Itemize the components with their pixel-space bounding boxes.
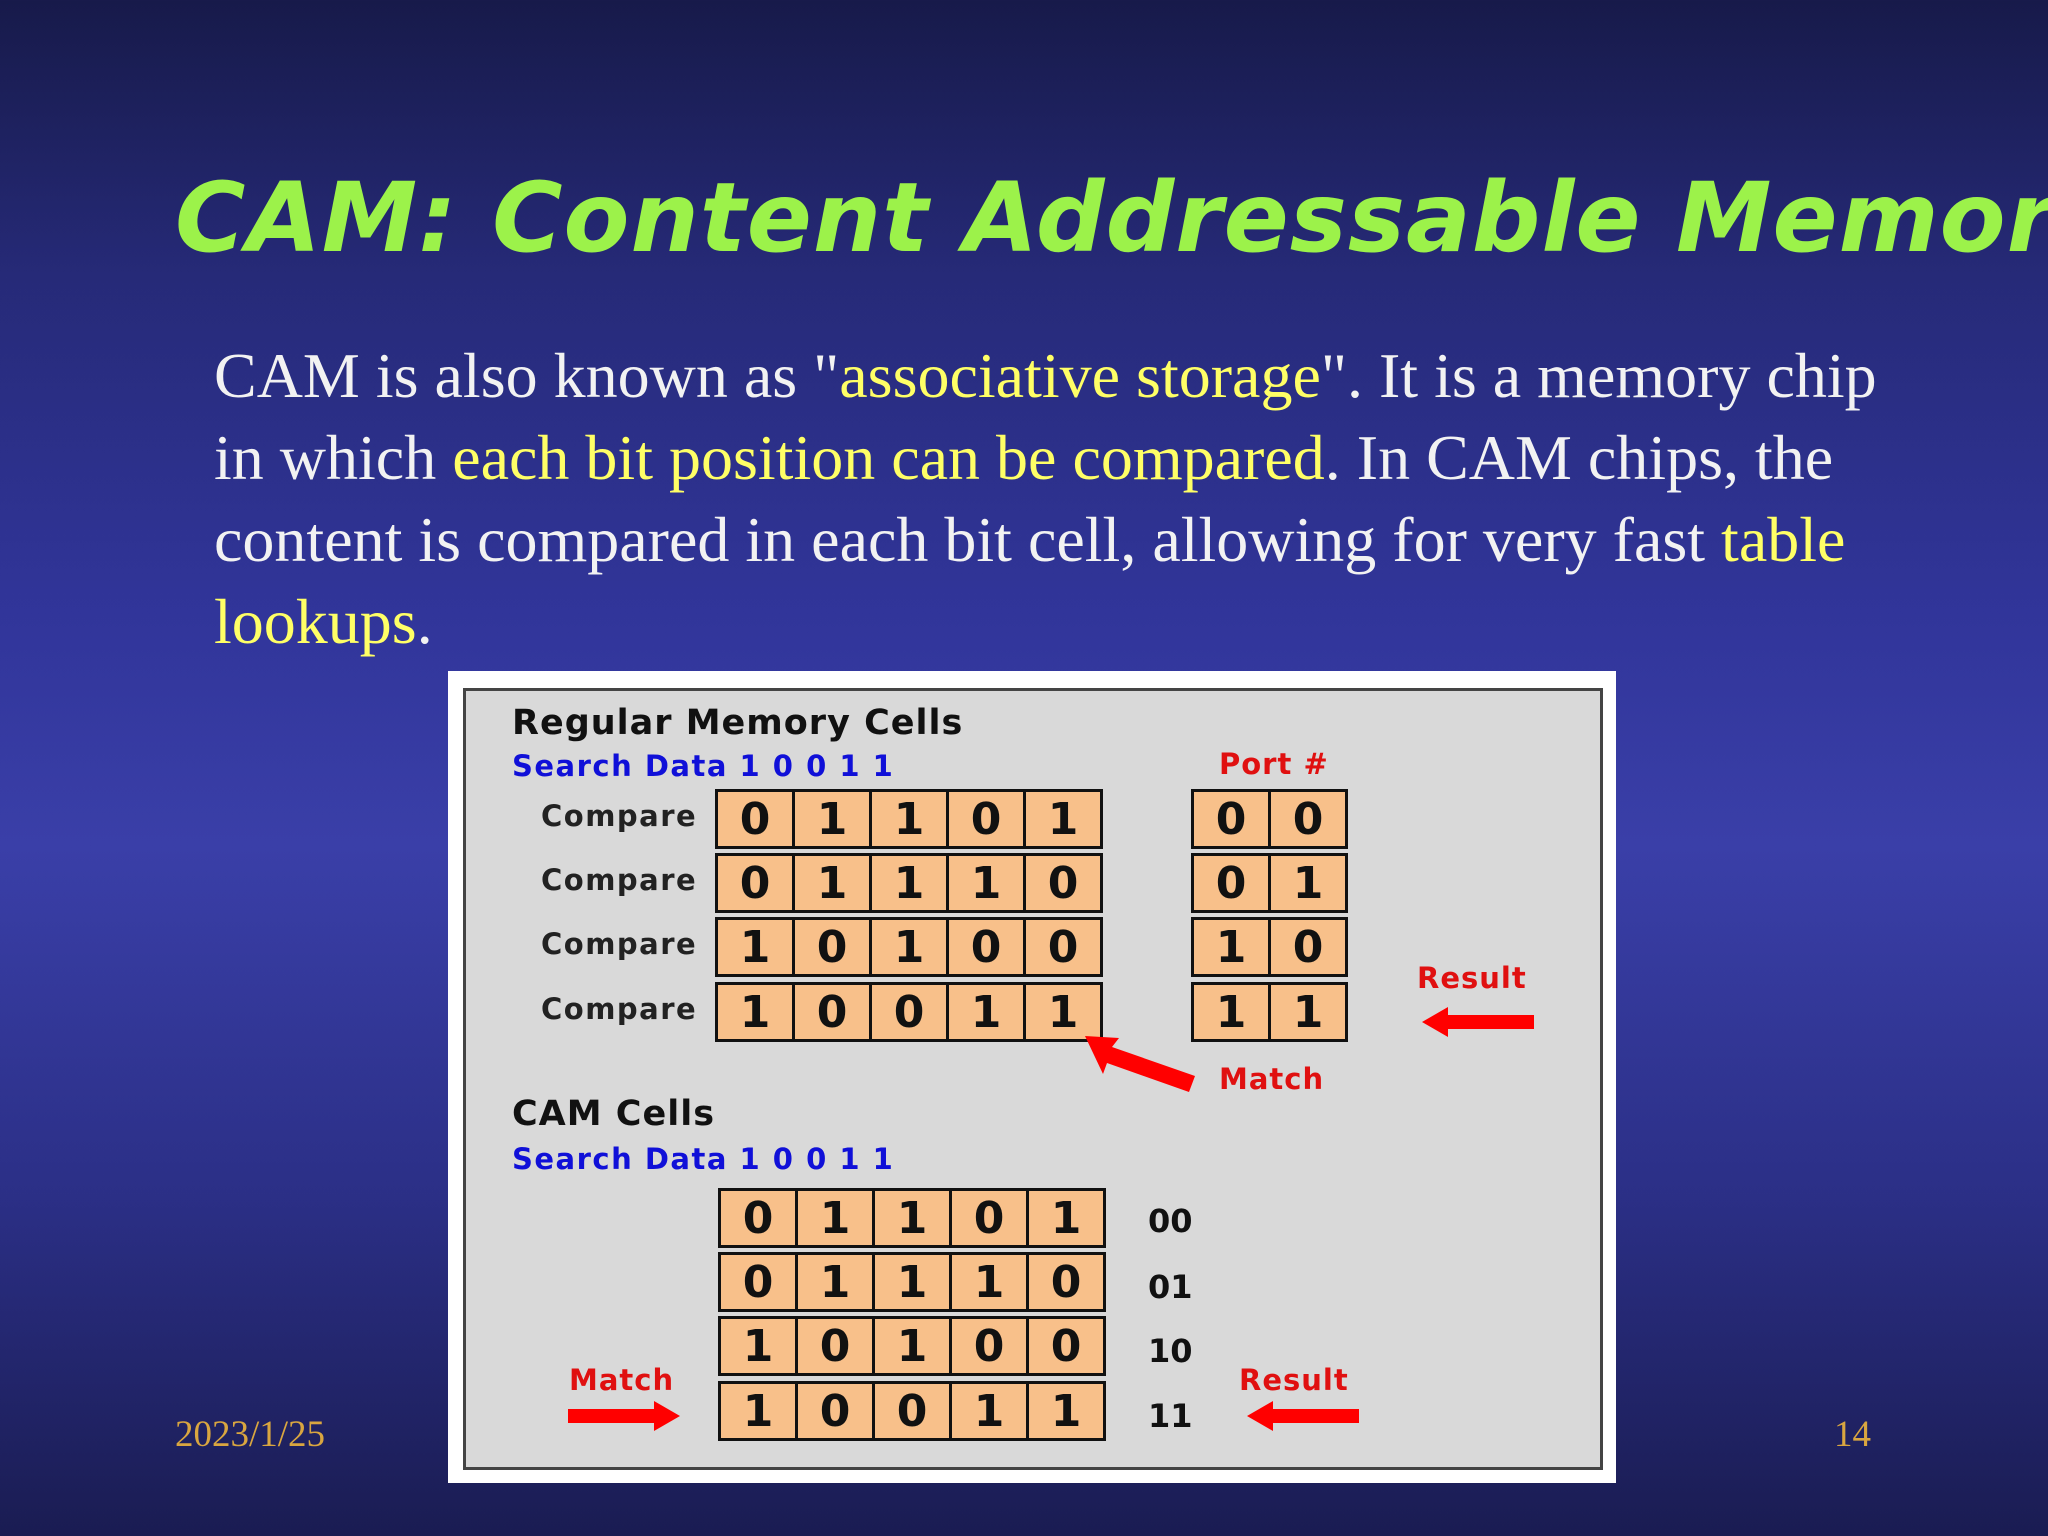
cam-row: 1 0 1 0 0 bbox=[718, 1316, 1106, 1376]
bit-cell: 0 bbox=[875, 1384, 952, 1438]
bit-cell: 1 bbox=[875, 1191, 952, 1245]
regular-memory-row: 0 1 1 1 0 bbox=[715, 853, 1103, 913]
slide-date: 2023/1/25 bbox=[175, 1414, 326, 1455]
port-bit-cell: 1 bbox=[1292, 986, 1324, 1038]
bit-cell: 0 bbox=[949, 920, 1026, 974]
port-label: Port # bbox=[1219, 747, 1329, 781]
bit-cell: 1 bbox=[952, 1384, 1029, 1438]
bit-cell: 1 bbox=[798, 1191, 875, 1245]
body-text-segment: . bbox=[416, 586, 433, 657]
bit-cell: 0 bbox=[795, 985, 872, 1039]
port-bit-cell: 0 bbox=[1292, 793, 1324, 845]
bit-cell: 1 bbox=[721, 1384, 798, 1438]
diagram-panel: Regular Memory Cells Search Data 1 0 0 1… bbox=[463, 688, 1603, 1470]
bit-cell: 1 bbox=[875, 1319, 952, 1373]
bit-cell: 0 bbox=[952, 1319, 1029, 1373]
bit-cell: 0 bbox=[1047, 857, 1079, 909]
port-bit-cell: 0 bbox=[1194, 792, 1271, 846]
body-text-segment: CAM is also known as " bbox=[214, 340, 840, 411]
bit-cell: 1 bbox=[1050, 1385, 1082, 1437]
highlight-text: associative storage bbox=[839, 340, 1321, 411]
bit-cell: 0 bbox=[798, 1384, 875, 1438]
port-bit-cell: 0 bbox=[1292, 921, 1324, 973]
bit-cell: 0 bbox=[952, 1191, 1029, 1245]
bit-cell: 1 bbox=[798, 1255, 875, 1309]
bit-cell: 1 bbox=[875, 1255, 952, 1309]
port-bit-cell: 1 bbox=[1194, 920, 1271, 974]
cam-diagram: Regular Memory Cells Search Data 1 0 0 1… bbox=[448, 671, 1616, 1483]
cam-address: 10 bbox=[1148, 1332, 1193, 1370]
bit-cell: 0 bbox=[718, 856, 795, 910]
slide-title: CAM: Content Addressable Memory bbox=[175, 162, 2048, 274]
bit-cell: 1 bbox=[721, 1319, 798, 1373]
bit-cell: 0 bbox=[949, 792, 1026, 846]
cam-address: 01 bbox=[1148, 1268, 1193, 1306]
regular-memory-row: 1 0 1 0 0 bbox=[715, 917, 1103, 977]
compare-label: Compare bbox=[541, 992, 698, 1026]
slide-body: CAM is also known as "associative storag… bbox=[214, 335, 1914, 663]
bit-cell: 1 bbox=[949, 856, 1026, 910]
compare-label: Compare bbox=[541, 863, 698, 897]
body-text-segment: . In CAM chips, the content is compared … bbox=[214, 422, 1834, 575]
port-row: 1 0 bbox=[1191, 917, 1348, 977]
compare-label: Compare bbox=[541, 799, 698, 833]
result-arrow-icon bbox=[1422, 1007, 1534, 1037]
port-bit-cell: 1 bbox=[1292, 857, 1324, 909]
result-arrow-icon bbox=[1247, 1401, 1359, 1431]
bit-cell: 0 bbox=[1047, 921, 1079, 973]
bit-cell: 1 bbox=[795, 792, 872, 846]
slide-page-number: 14 bbox=[1834, 1414, 1871, 1455]
highlight-text: each bit position can be compared bbox=[452, 422, 1325, 493]
regular-memory-title: Regular Memory Cells bbox=[512, 703, 964, 743]
compare-label: Compare bbox=[541, 927, 698, 961]
regular-memory-row: 0 1 1 0 1 bbox=[715, 789, 1103, 849]
cam-address: 00 bbox=[1148, 1202, 1193, 1240]
regular-match-label: Match bbox=[1219, 1062, 1325, 1096]
bit-cell: 0 bbox=[1050, 1320, 1082, 1372]
regular-search-data: Search Data 1 0 0 1 1 bbox=[512, 749, 895, 783]
bit-cell: 0 bbox=[872, 985, 949, 1039]
bit-cell: 0 bbox=[721, 1255, 798, 1309]
bit-cell: 1 bbox=[1050, 1192, 1082, 1244]
cam-row: 0 1 1 0 1 bbox=[718, 1188, 1106, 1248]
port-row: 0 1 bbox=[1191, 853, 1348, 913]
cam-search-data: Search Data 1 0 0 1 1 bbox=[512, 1142, 895, 1176]
bit-cell: 1 bbox=[952, 1255, 1029, 1309]
match-arrow-icon bbox=[1085, 1036, 1195, 1092]
cam-row: 1 0 0 1 1 bbox=[718, 1381, 1106, 1441]
cam-cells-title: CAM Cells bbox=[512, 1094, 716, 1134]
bit-cell: 1 bbox=[949, 985, 1026, 1039]
bit-cell: 1 bbox=[1047, 986, 1079, 1038]
port-bit-cell: 0 bbox=[1194, 856, 1271, 910]
bit-cell: 1 bbox=[872, 792, 949, 846]
cam-match-label: Match bbox=[569, 1363, 675, 1397]
bit-cell: 0 bbox=[798, 1319, 875, 1373]
bit-cell: 0 bbox=[718, 792, 795, 846]
bit-cell: 1 bbox=[718, 920, 795, 974]
cam-result-label: Result bbox=[1239, 1363, 1349, 1397]
bit-cell: 1 bbox=[718, 985, 795, 1039]
bit-cell: 0 bbox=[795, 920, 872, 974]
bit-cell: 0 bbox=[1050, 1256, 1082, 1308]
match-arrow-icon bbox=[568, 1401, 680, 1431]
cam-row: 0 1 1 1 0 bbox=[718, 1252, 1106, 1312]
bit-cell: 0 bbox=[721, 1191, 798, 1245]
cam-address: 11 bbox=[1148, 1397, 1193, 1435]
body-text-segment: ". It is a memory chip in which bbox=[214, 340, 1877, 493]
bit-cell: 1 bbox=[872, 920, 949, 974]
highlight-text: table lookups bbox=[214, 504, 1846, 657]
port-bit-cell: 1 bbox=[1194, 985, 1271, 1039]
bit-cell: 1 bbox=[795, 856, 872, 910]
bit-cell: 1 bbox=[1047, 793, 1079, 845]
port-row: 0 0 bbox=[1191, 789, 1348, 849]
port-row: 1 1 bbox=[1191, 982, 1348, 1042]
bit-cell: 1 bbox=[872, 856, 949, 910]
regular-memory-row: 1 0 0 1 1 bbox=[715, 982, 1103, 1042]
regular-result-label: Result bbox=[1417, 961, 1527, 995]
